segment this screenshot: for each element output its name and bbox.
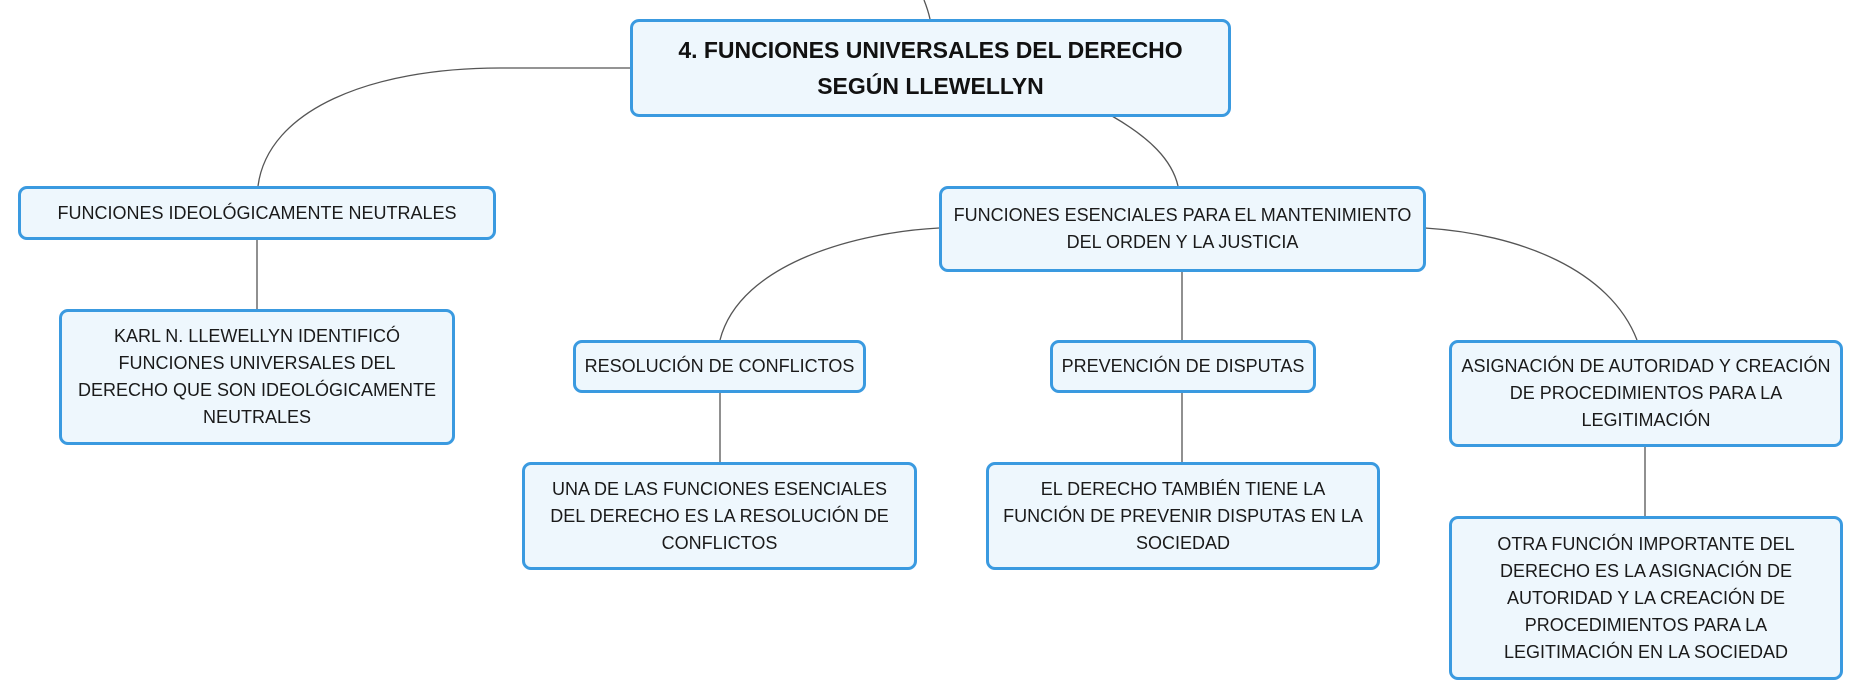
conflict-resolution-detail-label: UNA DE LAS FUNCIONES ESENCIALES DEL DERE…	[550, 478, 889, 553]
authority-assignment-label: ASIGNACIÓN DE AUTORIDAD Y CREACIÓN DE PR…	[1461, 356, 1831, 430]
dispute-prevention-node[interactable]: PREVENCIÓN DE DISPUTAS	[1050, 340, 1316, 393]
dispute-prevention-detail-node[interactable]: EL DERECHO TAMBIÉN TIENE LA FUNCIÓN DE P…	[986, 462, 1380, 570]
neutral-detail-node[interactable]: KARL N. LLEWELLYN IDENTIFICÓ FUNCIONES U…	[59, 309, 455, 445]
authority-assignment-detail-label: OTRA FUNCIÓN IMPORTANTE DEL DERECHO ES L…	[1497, 533, 1795, 662]
root-topic-label: 4. FUNCIONES UNIVERSALES DEL DERECHO SEG…	[678, 37, 1183, 99]
authority-assignment-detail-node[interactable]: OTRA FUNCIÓN IMPORTANTE DEL DERECHO ES L…	[1449, 516, 1843, 680]
neutral-detail-label: KARL N. LLEWELLYN IDENTIFICÓ FUNCIONES U…	[77, 326, 437, 427]
essential-functions-node[interactable]: FUNCIONES ESENCIALES PARA EL MANTENIMIEN…	[939, 186, 1426, 272]
dispute-prevention-detail-label: EL DERECHO TAMBIÉN TIENE LA FUNCIÓN DE P…	[1003, 478, 1363, 553]
conflict-resolution-node[interactable]: RESOLUCIÓN DE CONFLICTOS	[573, 340, 866, 393]
connector-parent-to-root	[923, 0, 931, 20]
connector-root-to-neutral	[257, 67, 630, 187]
authority-assignment-node[interactable]: ASIGNACIÓN DE AUTORIDAD Y CREACIÓN DE PR…	[1449, 340, 1843, 447]
neutral-functions-node[interactable]: FUNCIONES IDEOLÓGICAMENTE NEUTRALES	[18, 186, 496, 240]
conflict-resolution-detail-node[interactable]: UNA DE LAS FUNCIONES ESENCIALES DEL DERE…	[522, 462, 917, 570]
connector-root-to-essential	[1111, 115, 1179, 187]
essential-functions-label: FUNCIONES ESENCIALES PARA EL MANTENIMIEN…	[953, 205, 1412, 252]
connector-essential-to-resolution	[719, 227, 940, 341]
connector-essential-to-authority	[1424, 227, 1638, 341]
root-topic-node[interactable]: 4. FUNCIONES UNIVERSALES DEL DERECHO SEG…	[630, 19, 1231, 117]
neutral-functions-label: FUNCIONES IDEOLÓGICAMENTE NEUTRALES	[57, 202, 457, 223]
dispute-prevention-label: PREVENCIÓN DE DISPUTAS	[1061, 356, 1305, 376]
conflict-resolution-label: RESOLUCIÓN DE CONFLICTOS	[584, 356, 855, 376]
